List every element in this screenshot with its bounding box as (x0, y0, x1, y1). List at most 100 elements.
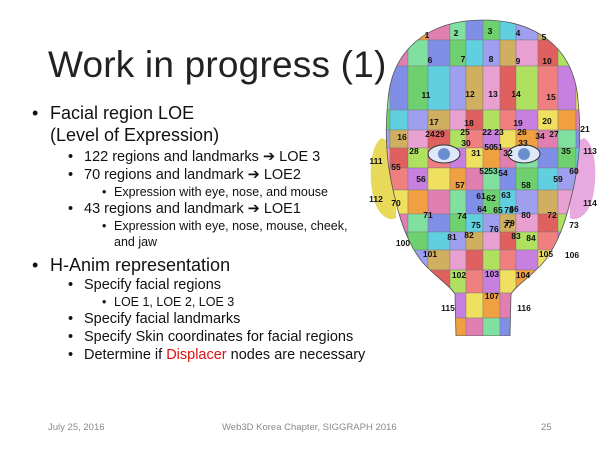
face-patch (449, 249, 467, 271)
region-number-61: 61 (476, 191, 486, 201)
face-patch (515, 249, 539, 271)
face-patch (537, 231, 559, 251)
face-patch (537, 317, 559, 336)
region-number-4: 4 (516, 28, 521, 38)
bullet-dot: • (102, 185, 107, 199)
face-patch (465, 20, 484, 41)
face-patch (557, 269, 577, 294)
region-number-59: 59 (553, 174, 563, 184)
face-patch (465, 269, 484, 294)
bullet-dot: • (68, 167, 74, 183)
region-number-2: 2 (454, 28, 459, 38)
region-number-50: 50 (484, 142, 494, 152)
region-number-7: 7 (461, 54, 466, 64)
face-patch (389, 20, 409, 41)
region-number-31: 31 (471, 148, 481, 158)
bullet-dot: • (68, 149, 74, 165)
region-number-13: 13 (488, 89, 498, 99)
left-iris-shape (438, 148, 450, 160)
face-patch (575, 231, 580, 251)
face-patch (575, 65, 580, 111)
face-patch (389, 269, 409, 294)
face-patch (557, 317, 577, 336)
bullet-70-regions: • 70 regions and landmark ➔ LOE2 (68, 167, 301, 183)
region-number-72: 72 (547, 210, 557, 220)
region-number-100: 100 (396, 238, 410, 248)
face-patch (537, 292, 559, 319)
bullet-specify-skin: • Specify Skin coordinates for facial re… (68, 329, 354, 345)
bullet-43-regions: • 43 regions and landmark ➔ LOE1 (68, 201, 301, 217)
face-patch (499, 269, 517, 294)
face-patch (465, 39, 484, 67)
region-number-27: 27 (549, 129, 559, 139)
region-number-106: 106 (565, 250, 579, 260)
region-number-102: 102 (452, 270, 466, 280)
bullet-dot: • (68, 277, 74, 293)
region-number-79: 79 (505, 218, 515, 228)
region-number-23: 23 (494, 127, 504, 137)
region-number-113: 113 (583, 146, 597, 156)
region-number-73: 73 (569, 220, 579, 230)
face-patch (389, 65, 409, 111)
face-patch (407, 39, 429, 67)
face-patch (537, 269, 559, 294)
region-number-52: 52 (479, 166, 489, 176)
region-number-17: 17 (429, 117, 439, 127)
bullet-122-regions: • 122 regions and landmarks ➔ LOE 3 (68, 149, 321, 165)
bullet-70-detail: • Expression with eye, nose, and mouse (102, 185, 329, 199)
face-patch (557, 20, 577, 41)
region-number-53: 53 (488, 166, 498, 176)
footer-event: Web3D Korea Chapter, SIGGRAPH 2016 (222, 422, 397, 433)
face-patch (407, 65, 429, 111)
bullet-dot: • (68, 347, 74, 363)
slide-title: Work in progress (1) (48, 44, 387, 85)
region-number-35: 35 (561, 146, 571, 156)
region-number-82: 82 (464, 230, 474, 240)
face-patch (407, 269, 429, 294)
face-patch (465, 249, 484, 271)
face-patch (449, 65, 467, 111)
face-patch (386, 231, 391, 251)
region-number-115: 115 (441, 303, 455, 313)
region-number-63: 63 (501, 190, 511, 200)
region-number-10: 10 (542, 56, 552, 66)
face-patch (386, 317, 391, 336)
face-patch (427, 269, 451, 294)
face-patch (557, 231, 577, 251)
bullet-43-detail-cont: and jaw (114, 235, 158, 249)
region-number-84: 84 (526, 233, 536, 243)
region-number-62: 62 (486, 193, 496, 203)
head-outline (385, 19, 581, 336)
region-number-83: 83 (511, 231, 521, 241)
region-number-33: 33 (518, 138, 528, 148)
region-number-12: 12 (465, 89, 475, 99)
face-patch (575, 20, 580, 41)
region-number-26: 26 (517, 127, 527, 137)
region-number-25: 25 (460, 127, 470, 137)
bullet-facial-region-loe: • Facial region LOE (32, 103, 195, 123)
region-number-32: 32 (503, 148, 513, 158)
region-number-30: 30 (461, 138, 471, 148)
region-number-81: 81 (447, 232, 457, 242)
region-number-55: 55 (391, 162, 401, 172)
face-patch (515, 317, 539, 336)
region-number-114: 114 (583, 198, 597, 208)
region-number-112: 112 (369, 194, 383, 204)
region-number-34: 34 (535, 131, 545, 141)
region-number-116: 116 (517, 303, 531, 313)
face-patch (482, 65, 501, 111)
bullet-dot: • (68, 311, 74, 327)
face-patch (389, 317, 409, 336)
face-patch (499, 292, 517, 319)
region-number-111: 111 (369, 156, 383, 166)
region-number-28: 28 (409, 146, 419, 156)
region-number-3: 3 (488, 26, 493, 36)
face-patch (427, 20, 451, 41)
bullet-dot: • (102, 219, 107, 233)
region-number-75: 75 (471, 220, 481, 230)
region-number-11: 11 (422, 90, 431, 100)
face-patch (465, 317, 484, 336)
